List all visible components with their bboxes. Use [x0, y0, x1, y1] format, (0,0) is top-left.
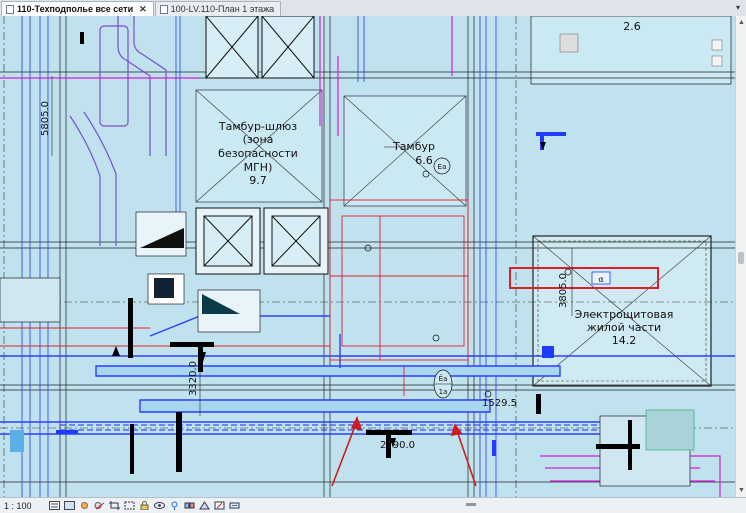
room-number: 14.2: [612, 334, 637, 347]
tab-label: 100-LV.110-План 1 этажа: [170, 4, 275, 14]
lock-3d-view-icon[interactable]: [138, 501, 150, 511]
annotation-arrow: [331, 420, 358, 487]
document-icon: [159, 4, 168, 14]
room-number: 6.6: [415, 154, 433, 167]
dimension-label: 2790.0: [380, 440, 415, 451]
room-number: 9.7: [249, 174, 267, 187]
dimension-label: 3805.0: [558, 273, 569, 308]
room-name-line: Электрощитовая: [575, 308, 674, 321]
section-tag-bottom: 1а: [439, 388, 448, 396]
view-control-bar: 1 : 100: [0, 497, 746, 513]
show-crop-region-icon[interactable]: [123, 501, 135, 511]
room-number: 2.6: [623, 20, 641, 33]
reveal-hidden-icon[interactable]: [168, 501, 180, 511]
scroll-thumb[interactable]: [738, 252, 744, 264]
vertical-scrollbar[interactable]: ▲ ▼: [735, 16, 746, 497]
room-name: Тамбур: [392, 140, 435, 153]
reveal-constraints-icon[interactable]: [228, 501, 240, 511]
room-name-line: Тамбур-шлюз: [218, 120, 297, 133]
close-tab-icon[interactable]: ✕: [139, 3, 147, 14]
dimension-label: 3320.0: [188, 361, 199, 396]
highlight-displacement-icon[interactable]: [213, 501, 225, 511]
scroll-down-icon[interactable]: ▼: [738, 487, 745, 494]
visual-style-icon[interactable]: [63, 501, 75, 511]
red-equipment-frame: [509, 267, 659, 289]
temporary-hide-icon[interactable]: [153, 501, 165, 511]
tab-label: 110-Техподполье все сети: [17, 4, 134, 14]
tab-tekhpodpolye[interactable]: 110-Техподполье все сети ✕: [1, 1, 154, 16]
door-tag-ea: [433, 157, 451, 175]
document-tab-bar: 110-Техподполье все сети ✕ 100-LV.110-Пл…: [0, 0, 746, 17]
tab-plan-1-floor[interactable]: 100-LV.110-План 1 этажа: [154, 1, 282, 16]
worksharing-icon[interactable]: [183, 501, 195, 511]
scroll-up-icon[interactable]: ▲: [738, 19, 745, 26]
sun-path-icon[interactable]: [78, 501, 90, 511]
room-name-line: жилой части: [587, 321, 661, 334]
room-name-line: МГН): [244, 161, 273, 174]
floor-plan-drawing: α: [0, 16, 735, 497]
equipment-block: [140, 228, 184, 248]
detail-level-icon[interactable]: [48, 501, 60, 511]
room-name-line: безопасности: [218, 147, 298, 160]
dimension-label: 5805.0: [40, 101, 51, 136]
view-scale[interactable]: 1 : 100: [4, 500, 32, 511]
dimension-label: 1529.5: [482, 398, 517, 409]
tab-list-dropdown-icon[interactable]: ▾: [735, 3, 740, 12]
equipment-letter: α: [598, 275, 603, 284]
shadows-icon[interactable]: [93, 501, 105, 511]
horizontal-scroll-handle[interactable]: [466, 503, 476, 506]
section-tag-top: Ёа: [439, 374, 448, 383]
drawing-canvas[interactable]: α: [0, 16, 735, 497]
analytical-model-icon[interactable]: [198, 501, 210, 511]
crop-view-icon[interactable]: [108, 501, 120, 511]
room-name-line: (зона: [243, 133, 274, 146]
annotation-arrow: [455, 427, 477, 487]
document-icon: [6, 4, 14, 14]
door-tag-label: Еа: [438, 163, 447, 171]
